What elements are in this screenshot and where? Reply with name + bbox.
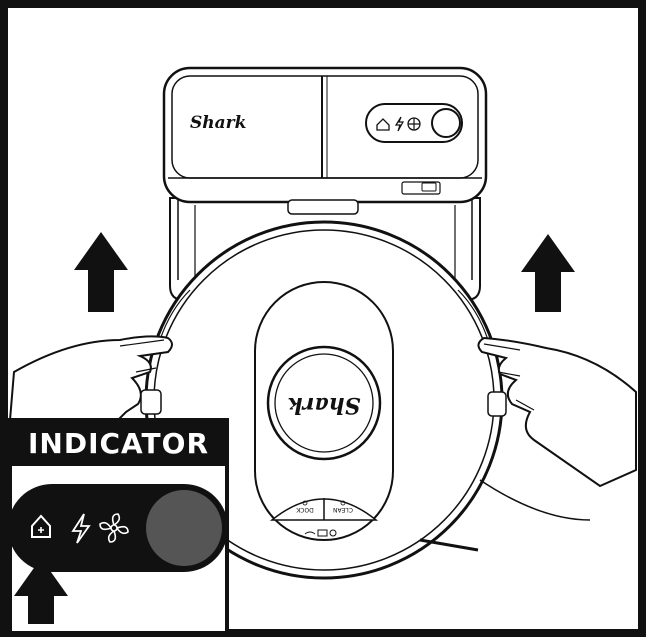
inset-fan-icon [99, 513, 129, 543]
left-hand [8, 335, 173, 421]
robot-vacuum: Shark DOCK CLEAN [144, 220, 504, 580]
inset-lightning-icon [71, 513, 91, 544]
clean-button-label: CLEAN [333, 506, 353, 513]
robot-status-icons [304, 529, 337, 537]
up-arrow-right [521, 234, 575, 312]
inset-home-plug-icon [31, 514, 51, 538]
dock-brand-logo: Shark [190, 113, 246, 133]
up-arrow-left [74, 232, 128, 312]
right-hand [477, 336, 637, 521]
up-arrow-inset [14, 558, 68, 624]
dock-button-label: DOCK [295, 506, 314, 513]
inset-title: INDICATOR [10, 420, 227, 466]
robot-brand-logo: Shark [288, 392, 361, 418]
home-plug-icon [376, 118, 390, 131]
lightning-icon [394, 116, 405, 132]
fan-icon [407, 117, 421, 131]
dock-indicator-panel [365, 103, 463, 143]
